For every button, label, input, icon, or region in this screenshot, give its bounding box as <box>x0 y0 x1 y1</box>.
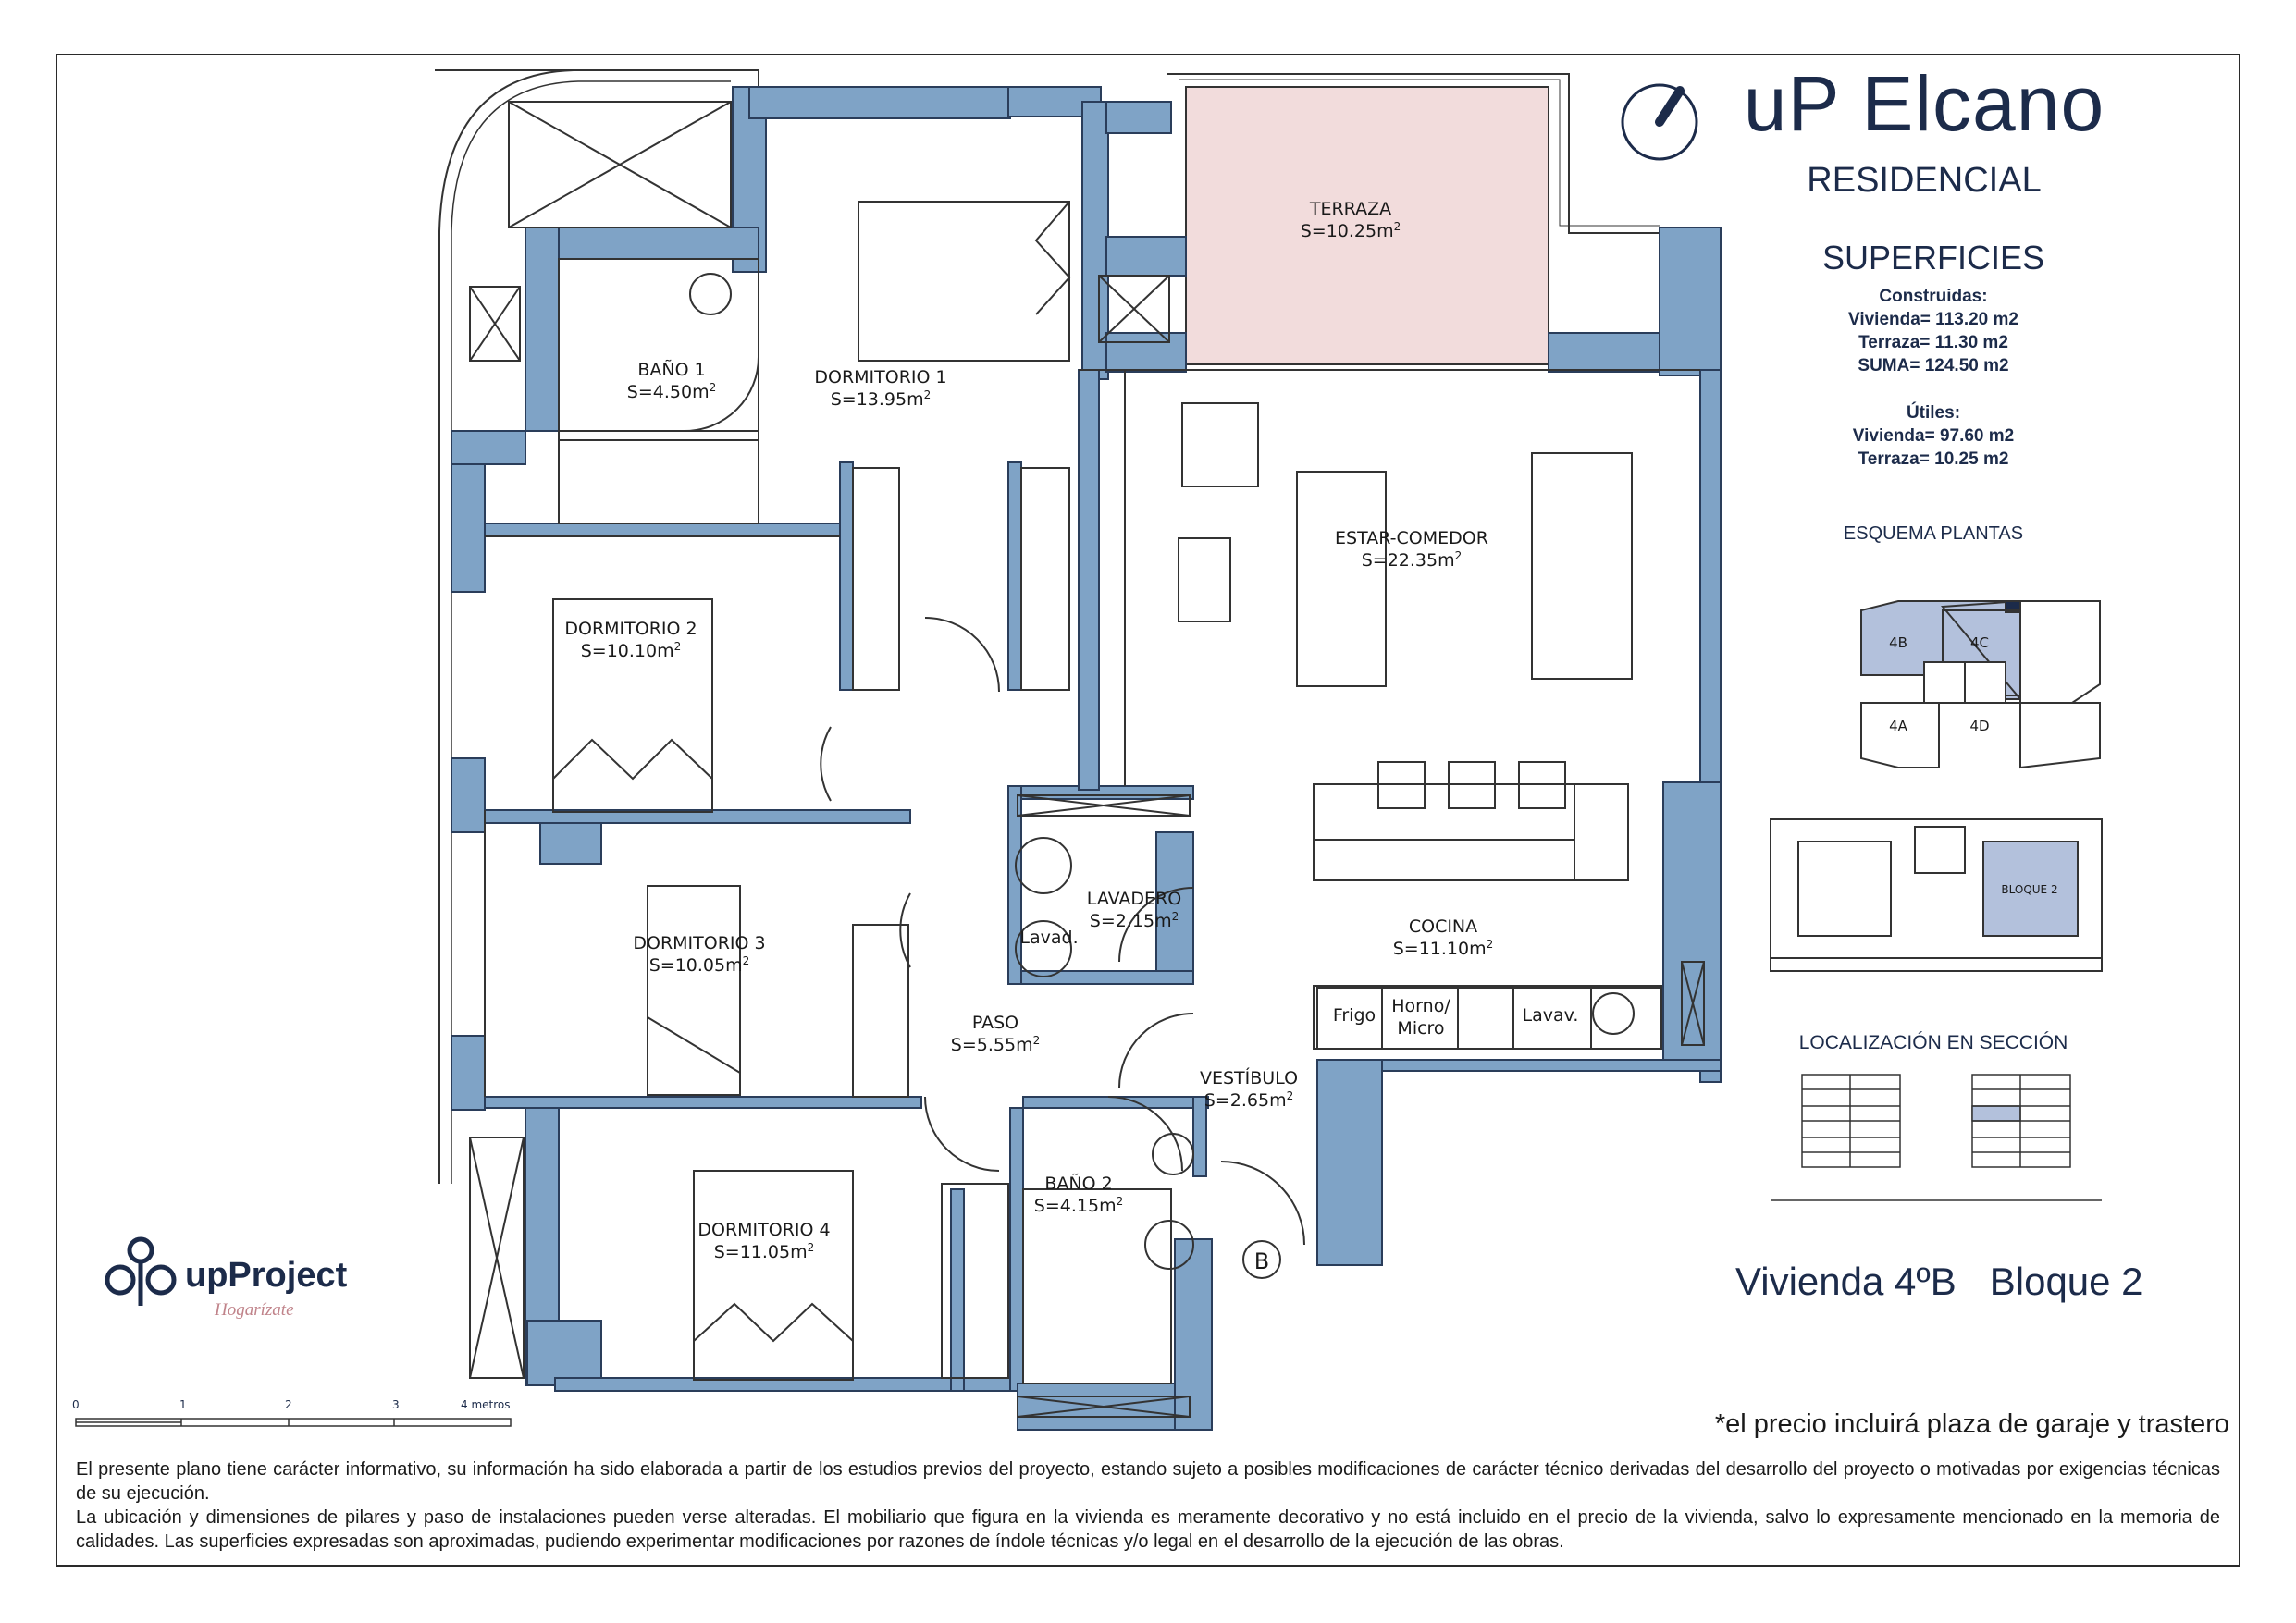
unit-block: Bloque 2 <box>1989 1260 2143 1303</box>
block-plan-label: BLOQUE 2 <box>2001 883 2057 896</box>
room-name-estar-comedor: ESTAR-COMEDOR <box>1335 528 1488 548</box>
room-area-terraza: S=10.25m2 <box>1301 220 1401 241</box>
disclaimer: El presente plano tiene carácter informa… <box>76 1457 2220 1554</box>
entrance-marker-label: B <box>1254 1248 1269 1274</box>
scheme-unit-4d: 4D <box>1969 718 1989 734</box>
room-name-vestibulo: VESTÍBULO <box>1200 1067 1298 1088</box>
appliance-horno-2: Micro <box>1397 1018 1444 1039</box>
interior-lines <box>484 258 1700 1384</box>
scale-bar <box>75 1418 512 1427</box>
scheme-unit-4b: 4B <box>1889 634 1907 651</box>
scale-tick-3: 3 <box>392 1398 400 1411</box>
disclaimer-paragraph-2: La ubicación y dimensiones de pilares y … <box>76 1507 2220 1552</box>
scheme-unit-4c: 4C <box>1970 634 1989 651</box>
page-subtitle: RESIDENCIAL <box>1807 161 2042 200</box>
built-line-2: Terraza= 11.30 m2 <box>1858 333 2008 352</box>
room-name-bano-2: BAÑO 2 <box>1044 1173 1112 1194</box>
section-heading: LOCALIZACIÓN EN SECCIÓN <box>1798 1032 2068 1053</box>
floor-scheme <box>1860 599 2101 769</box>
floor-scheme-heading: ESQUEMA PLANTAS <box>1843 523 2024 544</box>
room-area-estar-comedor: S=22.35m2 <box>1362 549 1463 571</box>
curved-balcony <box>435 69 759 89</box>
appliance-lavad: Lavad. <box>1019 928 1078 948</box>
room-area-dormitorio-4: S=11.05m2 <box>714 1241 815 1262</box>
surfaces-panel: SUPERFICIES Construidas: Vivienda= 113.2… <box>1767 239 2100 471</box>
terrace-rail <box>1167 73 1660 234</box>
surfaces-heading: SUPERFICIES <box>1821 239 2045 277</box>
doors <box>684 356 1305 1246</box>
room-name-dormitorio-3: DORMITORIO 3 <box>633 933 765 953</box>
room-name-dormitorio-4: DORMITORIO 4 <box>697 1220 830 1240</box>
logo-icon <box>105 1236 177 1306</box>
page-title: uP Elcano <box>1743 60 2105 147</box>
room-name-lavadero: LAVADERO <box>1087 889 1181 909</box>
furniture <box>689 273 1662 1270</box>
entrance-marker-circle <box>1242 1240 1281 1279</box>
logo-name: upProject <box>185 1256 348 1295</box>
appliance-frigo: Frigo <box>1333 1005 1376 1026</box>
useful-line-2: Terraza= 10.25 m2 <box>1858 449 2009 469</box>
room-area-vestibulo: S=2.65m2 <box>1204 1089 1293 1111</box>
appliance-lavav: Lavav. <box>1523 1005 1579 1026</box>
shaft-boxes <box>469 101 1705 1418</box>
terrace-area <box>1185 86 1549 365</box>
built-line-3: SUMA= 124.50 m2 <box>1858 356 2009 375</box>
floor-scheme-labels: 4B 4C 4A 4D <box>1889 634 1989 734</box>
block-plan <box>1770 818 2103 972</box>
unit-name: Vivienda 4ºB <box>1735 1260 1957 1303</box>
room-area-dormitorio-3: S=10.05m2 <box>649 954 750 976</box>
unit-label: Vivienda 4ºB Bloque 2 <box>1735 1260 2143 1304</box>
room-area-bano-1: S=4.50m2 <box>627 381 716 402</box>
compass-icon <box>1621 83 1698 161</box>
terrace-rail-inner <box>1179 79 1660 227</box>
room-name-cocina: COCINA <box>1409 916 1477 937</box>
room-area-bano-2: S=4.15m2 <box>1034 1195 1123 1216</box>
useful-line-1: Vivienda= 97.60 m2 <box>1852 426 2015 446</box>
room-name-bano-1: BAÑO 1 <box>637 359 705 380</box>
beds <box>552 201 1071 1381</box>
useful-label: Útiles: <box>1906 403 1961 423</box>
room-name-paso: PASO <box>972 1013 1018 1033</box>
disclaimer-paragraph-1: El presente plano tiene carácter informa… <box>76 1459 2220 1504</box>
scale-tick-0: 0 <box>72 1398 80 1411</box>
price-note: *el precio incluirá plaza de garaje y tr… <box>1714 1409 2229 1439</box>
room-name-dormitorio-1: DORMITORIO 1 <box>814 367 946 387</box>
section-diagram <box>1771 1074 2102 1201</box>
room-name-dormitorio-2: DORMITORIO 2 <box>564 619 697 639</box>
room-area-dormitorio-1: S=13.95m2 <box>831 388 932 410</box>
room-area-dormitorio-2: S=10.10m2 <box>581 640 682 661</box>
room-area-cocina: S=11.10m2 <box>1393 938 1494 959</box>
room-area-lavadero: S=2.15m2 <box>1090 910 1179 931</box>
scale-tick-2: 2 <box>285 1398 292 1411</box>
appliance-horno-1: Horno/ <box>1391 996 1450 1016</box>
scale-tick-4: 4 metros <box>461 1398 511 1411</box>
room-labels: TERRAZA S=10.25m2 DORMITORIO 1 S=13.95m2… <box>564 199 1578 1262</box>
title-area: uP Elcano RESIDENCIAL <box>1702 65 2146 201</box>
logo-tagline: Hogarízate <box>215 1300 294 1320</box>
walls <box>451 86 1722 1431</box>
built-line-1: Vivienda= 113.20 m2 <box>1848 310 2018 329</box>
curved-balcony-outer <box>438 69 729 1184</box>
built-label: Construidas: <box>1879 287 1988 306</box>
kitchen-counter <box>1316 987 1662 1050</box>
scheme-unit-4a: 4A <box>1889 718 1908 734</box>
page-frame <box>56 54 2240 1567</box>
scale-tick-1: 1 <box>179 1398 187 1411</box>
room-name-terraza: TERRAZA <box>1309 199 1391 219</box>
scale-labels: 0 1 2 3 4 metros <box>72 1398 516 1420</box>
curved-balcony-inner <box>451 80 731 1184</box>
room-area-paso: S=5.55m2 <box>951 1034 1040 1055</box>
